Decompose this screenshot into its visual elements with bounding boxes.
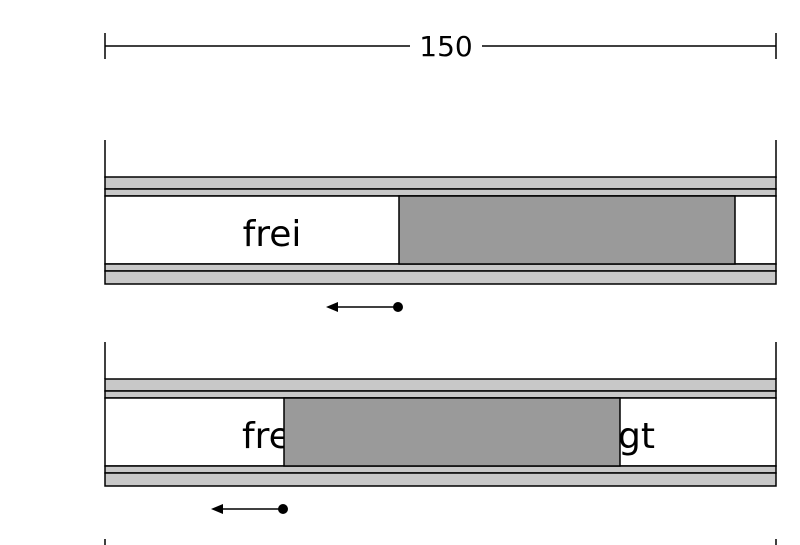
panel-2: fre gt <box>104 342 777 545</box>
panel-1-bottom-rail-inner <box>104 263 777 272</box>
panel-1-label: frei <box>243 214 302 255</box>
panel-2-block <box>283 397 621 467</box>
panel-2-label-left: fre <box>242 416 291 457</box>
panel-2-bottom-rail-inner <box>104 465 777 474</box>
panel-2-label-right: gt <box>618 416 655 457</box>
panel-1-arrow <box>326 302 403 312</box>
panel-1: frei <box>104 140 777 312</box>
panel-2-bottom-rail <box>104 472 777 487</box>
panel-2-arrow <box>211 504 288 514</box>
panel-1-top-rail <box>104 176 777 190</box>
dimension-label: 150 <box>419 30 472 63</box>
panel-1-top-rail-inner <box>104 188 777 197</box>
panel-1-block <box>398 195 736 265</box>
panel-2-top-rail <box>104 378 777 392</box>
panel-1-bottom-rail <box>104 270 777 285</box>
dimension-line: 150 <box>104 30 777 63</box>
panel-2-top-rail-inner <box>104 390 777 399</box>
